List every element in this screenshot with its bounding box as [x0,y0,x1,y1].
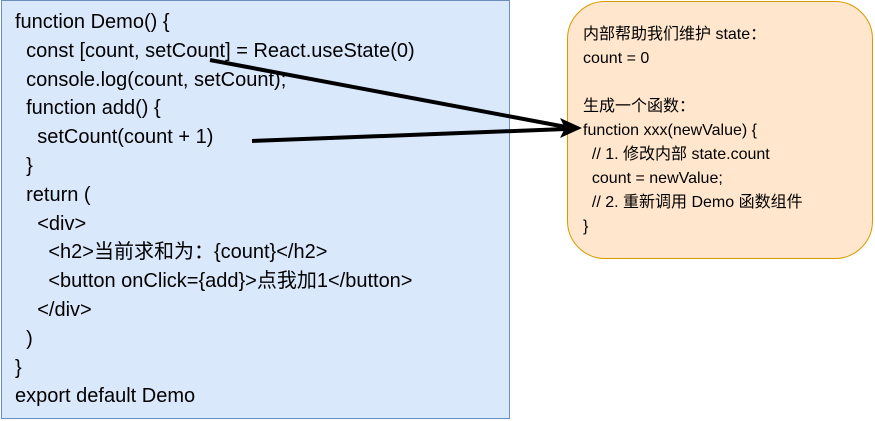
note-line: count = 0 [583,50,650,67]
code-line: </div> [15,298,92,321]
arrow-line-setcount-call [251,127,567,143]
note-text: 内部帮助我们维护 state： count = 0 生成一个函数： function … [583,23,803,239]
note-line: count = newValue; [583,170,723,187]
code-line: function Demo() { [15,11,170,33]
code-line: return ( [15,183,91,206]
code-line: setCount(count + 1) [15,126,214,149]
code-text: function Demo() { const [count, setCount… [15,8,415,411]
arrowhead-icon [560,118,582,138]
note-line: function xxx(newValue) { [583,122,758,139]
note-line: } [583,218,589,235]
note-line: // 2. 重新调用 Demo 函数组件 [583,194,803,211]
code-line: const [count, setCount] = React.useState… [15,39,415,62]
code-line: <h2>当前求和为：{count}</h2> [15,241,328,264]
note-box [567,1,873,259]
arrow-line-setcount-decl [209,58,567,129]
code-line: export default Demo [15,385,196,408]
code-line: <button onClick={add}>点我加1</button> [15,270,413,293]
code-line: <div> [15,212,87,235]
note-line: // 1. 修改内部 state.count [583,146,770,163]
code-line: } [15,154,33,177]
note-line: 内部帮助我们维护 state： [583,26,767,43]
code-line: function add() { [15,97,161,120]
code-line: console.log(count, setCount); [15,68,287,91]
code-line: ) [15,327,33,350]
note-line: 生成一个函数： [583,98,696,115]
code-line: } [15,356,22,379]
